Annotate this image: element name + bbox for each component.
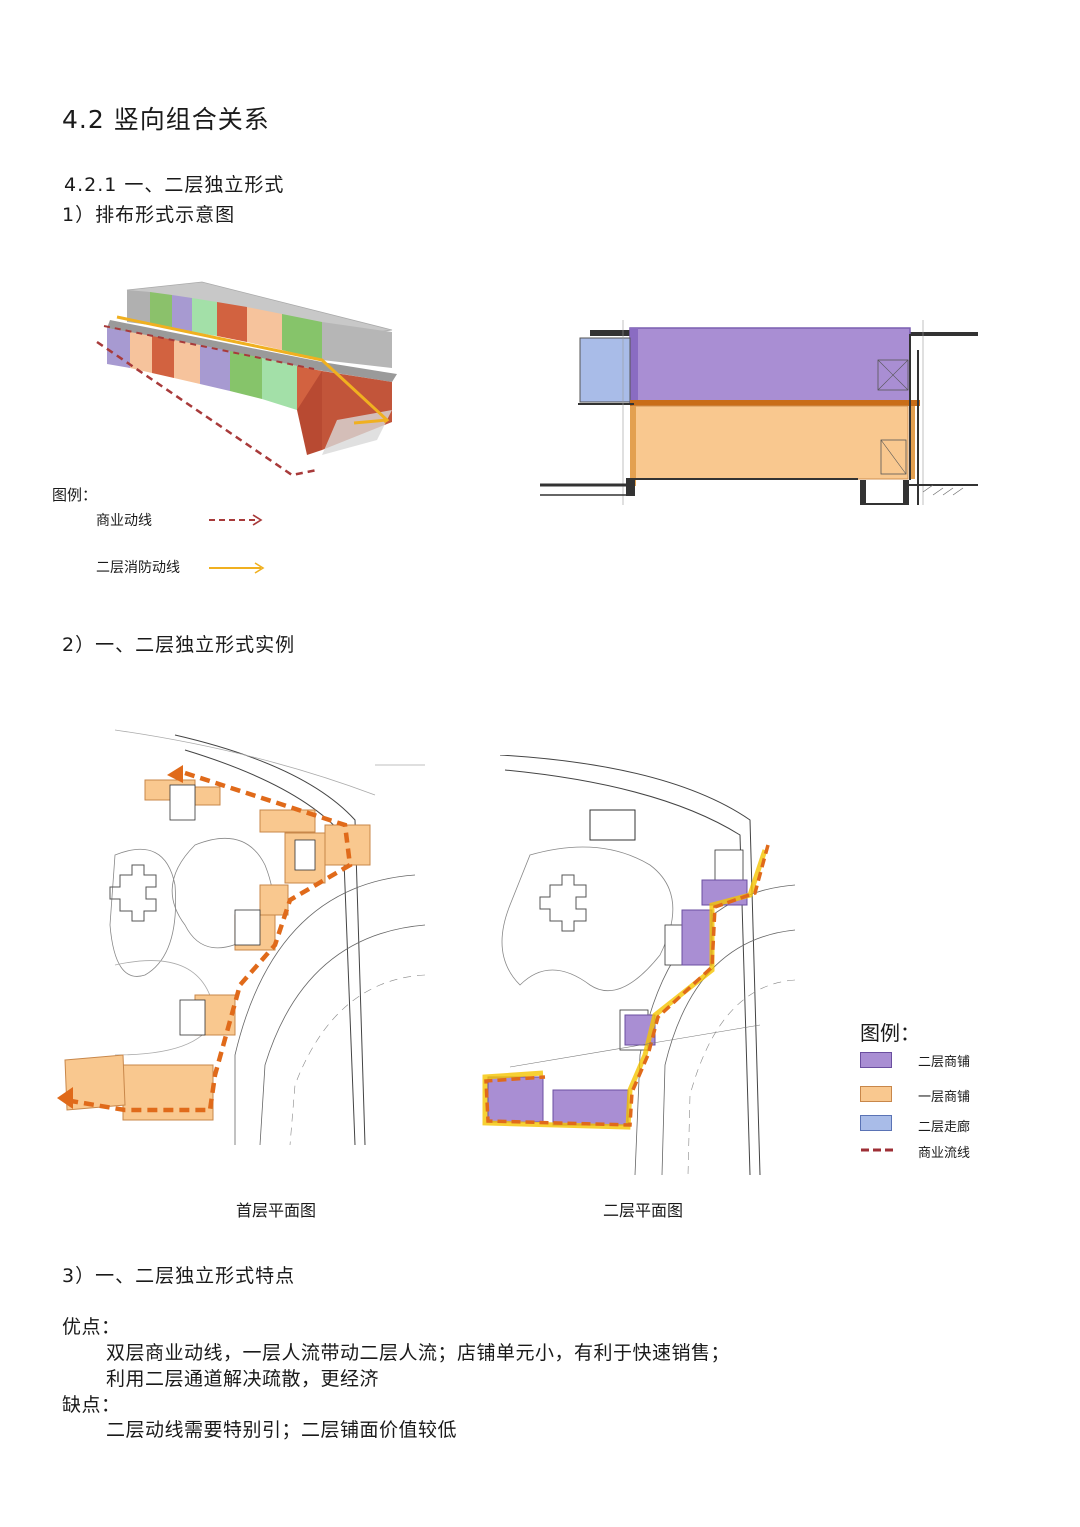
axonometric-diagram: [96, 281, 397, 477]
first-floor-caption: 首层平面图: [236, 1201, 317, 1220]
cons-label: 缺点：: [62, 1394, 121, 1416]
item2-title: 2）一、二层独立形式实例: [62, 634, 296, 656]
pros-line-1: 双层商业动线，一层人流带动二层人流；店铺单元小，有利于快速销售；: [106, 1342, 731, 1364]
item1-title: 1）排布形式示意图: [62, 204, 236, 226]
pros-line-2: 利用二层通道解决疏散，更经济: [106, 1368, 380, 1390]
commercial-route-swatch: [209, 514, 263, 526]
legend2-label-second-floor-corridor: 二层走廊: [918, 1120, 971, 1135]
legend-label-commercial-route: 商业动线: [96, 513, 152, 529]
second-floor-caption: 二层平面图: [603, 1201, 684, 1220]
legend2-swatch-second-floor-corridor: [860, 1115, 892, 1131]
second-floor-plan: [482, 755, 796, 1175]
fire-route-swatch: [209, 562, 265, 574]
cons-line-1: 二层动线需要特别引；二层铺面价值较低: [106, 1419, 458, 1441]
section-drawing: [540, 320, 978, 505]
legend2-swatch-first-floor-shop: [860, 1086, 892, 1102]
section-title: 4.2 竖向组合关系: [62, 105, 270, 134]
legend2-swatch-second-floor-shop: [860, 1052, 892, 1068]
legend2-label-commercial-flow: 商业流线: [918, 1146, 971, 1161]
item3-title: 3）一、二层独立形式特点: [62, 1265, 296, 1287]
pros-label: 优点：: [62, 1316, 121, 1338]
legend2-label-second-floor-shop: 二层商铺: [918, 1055, 971, 1070]
first-floor-plan: [57, 725, 425, 1145]
legend-title: 图例：: [52, 486, 98, 504]
subsection-title: 4.2.1 一、二层独立形式: [64, 174, 285, 196]
legend2-title: 图例：: [860, 1021, 920, 1045]
legend2-label-first-floor-shop: 一层商铺: [918, 1090, 971, 1105]
legend2-swatch-commercial-flow: [861, 1148, 893, 1152]
legend-label-fire-route: 二层消防动线: [96, 560, 180, 576]
